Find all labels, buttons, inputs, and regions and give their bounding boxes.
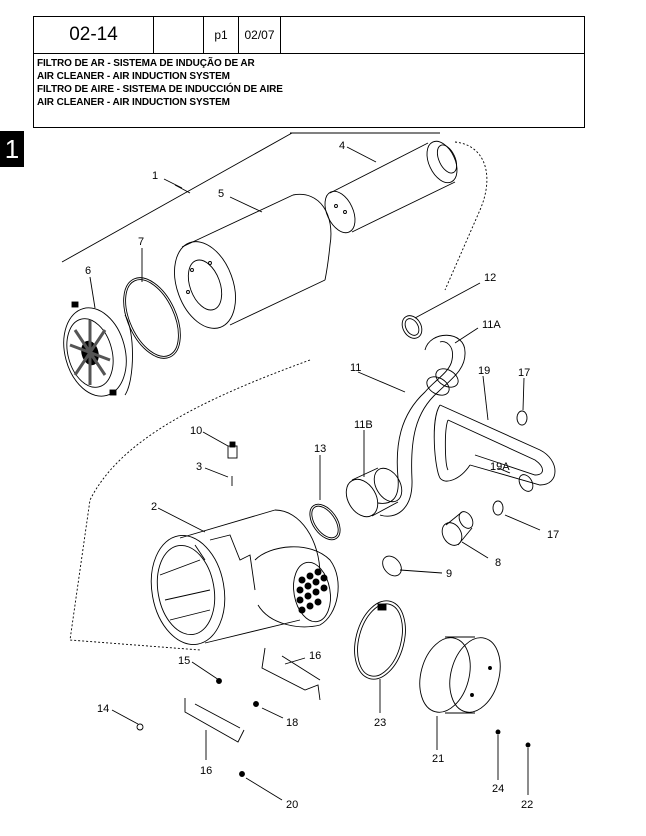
callout-22: 22 xyxy=(521,799,533,811)
filter-element xyxy=(174,193,332,329)
callout-19a: 19A xyxy=(490,461,510,473)
callout-20: 20 xyxy=(286,799,298,811)
title-english: AIR CLEANER - AIR INDUCTION SYSTEM xyxy=(37,71,230,82)
callout-8: 8 xyxy=(495,557,501,569)
callout-1: 1 xyxy=(152,170,158,182)
elbow-hose xyxy=(377,334,466,517)
hose-clamp-9 xyxy=(382,555,402,577)
o-ring-17-bottom xyxy=(492,500,504,516)
callout-24: 24 xyxy=(492,783,504,795)
leader-lines xyxy=(89,146,541,801)
revision-date: 02/07 xyxy=(239,17,281,53)
callout-19: 19 xyxy=(478,365,490,377)
parts-header-table: 02-14 p1 02/07 FILTRO DE AR - SISTEMA DE… xyxy=(33,16,585,128)
title-spanish: FILTRO DE AIRE - SISTEMA DE INDUCCIÓN DE… xyxy=(37,84,283,95)
callout-18: 18 xyxy=(286,717,298,729)
callout-11a: 11A xyxy=(482,319,501,331)
section-tab: 1 xyxy=(0,131,24,167)
callout-11b: 11B xyxy=(354,419,373,431)
mounting-bracket-lower xyxy=(184,698,245,743)
precleaner-cap xyxy=(419,636,501,714)
hose-clamp-13 xyxy=(309,503,341,541)
coupler xyxy=(345,467,403,518)
callout-23: 23 xyxy=(374,717,386,729)
callout-2: 2 xyxy=(151,501,157,513)
air-cleaner-body xyxy=(150,509,339,645)
callout-12: 12 xyxy=(484,272,496,284)
hose-clamp-12 xyxy=(401,315,423,339)
blank-cell xyxy=(154,17,204,53)
title-block: FILTRO DE AR - SISTEMA DE INDUÇÃO DE AR … xyxy=(37,57,283,109)
callout-17-top: 17 xyxy=(518,367,530,379)
title-english-repeat: AIR CLEANER - AIR INDUCTION SYSTEM xyxy=(37,97,230,108)
callout-5: 5 xyxy=(218,188,224,200)
callout-3: 3 xyxy=(196,461,202,473)
callout-10: 10 xyxy=(190,425,202,437)
callout-7: 7 xyxy=(138,236,144,248)
title-portuguese: FILTRO DE AR - SISTEMA DE INDUÇÃO DE AR xyxy=(37,58,255,69)
callout-labels: 1 5 4 7 6 12 11A 11 19 17 11B 13 19A 17 … xyxy=(85,140,559,811)
callout-21: 21 xyxy=(432,753,444,765)
band-clamp xyxy=(354,600,406,680)
end-cover xyxy=(63,301,133,397)
o-ring-17-top xyxy=(516,410,528,426)
callout-11: 11 xyxy=(350,362,361,374)
page-number: p1 xyxy=(204,17,239,53)
header-row: 02-14 p1 02/07 xyxy=(34,17,586,53)
reducer xyxy=(441,511,474,546)
mounting-bracket-upper xyxy=(261,647,321,701)
callout-6: 6 xyxy=(85,265,91,277)
restriction-indicator xyxy=(227,445,238,459)
callout-17-bottom: 17 xyxy=(547,529,559,541)
section-code: 02-14 xyxy=(34,17,154,53)
assembly-bracket xyxy=(61,132,488,651)
intake-tube xyxy=(324,140,458,234)
callout-16-upper: 16 xyxy=(309,650,321,662)
callout-14: 14 xyxy=(97,703,109,715)
callout-15: 15 xyxy=(178,655,190,667)
callout-13: 13 xyxy=(314,443,326,455)
callout-4: 4 xyxy=(339,140,345,152)
callout-9: 9 xyxy=(446,568,452,580)
pipe-bracket xyxy=(433,404,556,492)
header-divider xyxy=(34,53,584,54)
callout-16-lower: 16 xyxy=(200,765,212,777)
